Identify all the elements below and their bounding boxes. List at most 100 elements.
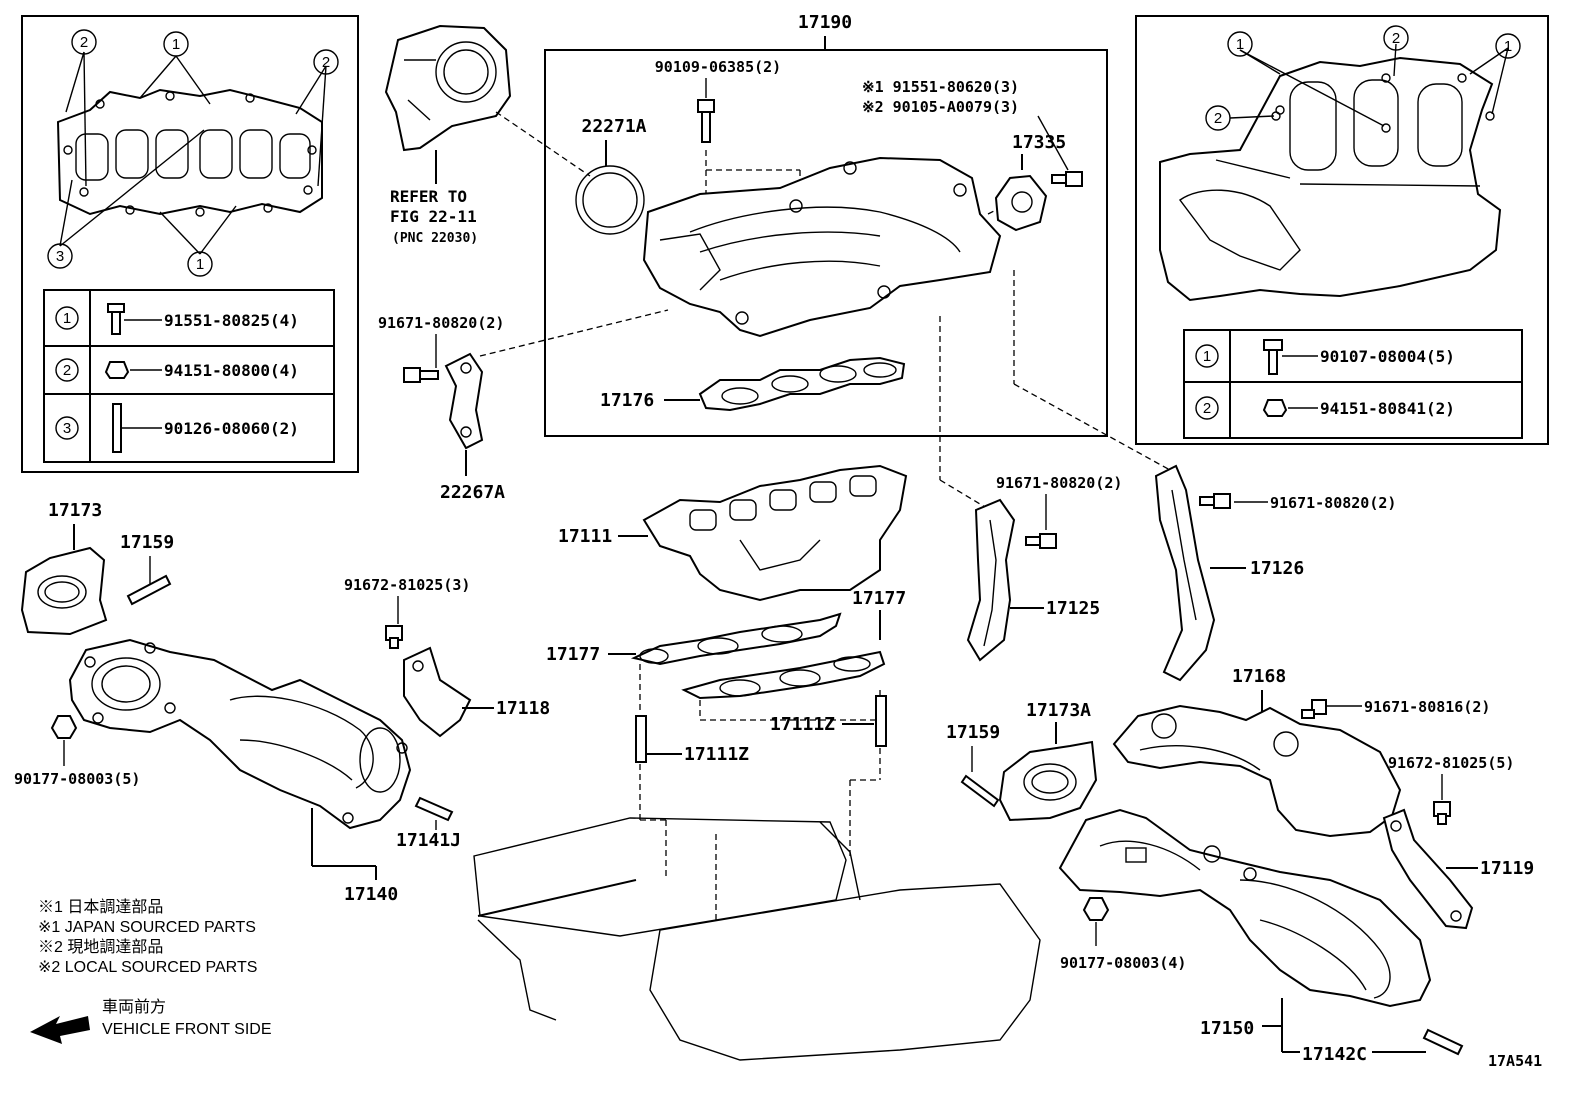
svg-text:17111Z: 17111Z — [770, 714, 835, 735]
stud-icon — [112, 403, 122, 453]
svg-text:17111: 17111 — [558, 526, 612, 547]
vsv-valve — [994, 174, 1048, 232]
exhaust-gasket-17173 — [20, 546, 108, 636]
svg-text:17142C: 17142C — [1302, 1044, 1367, 1065]
svg-text:91672-81025(3): 91672-81025(3) — [344, 576, 470, 594]
svg-text:1: 1 — [1203, 348, 1211, 365]
svg-text:17173: 17173 — [48, 500, 102, 521]
bracket-17119 — [1382, 808, 1474, 930]
left-inset: 2 1 2 3 1 1 — [21, 15, 359, 473]
upper-intake-plenum — [642, 156, 1002, 338]
bracket-17118 — [403, 646, 472, 738]
svg-text:車両前方: 車両前方 — [102, 998, 166, 1016]
engine-block — [473, 817, 1041, 1061]
svg-text:1: 1 — [1504, 38, 1512, 55]
svg-text:22267A: 22267A — [440, 482, 505, 503]
left-callout-5: 1 — [187, 251, 213, 277]
svg-text:17177: 17177 — [546, 644, 600, 665]
throttle-reference-note: REFER TO FIG 22-11 (PNC 22030) — [390, 187, 478, 246]
svg-text:17159: 17159 — [120, 532, 174, 553]
stud-icon — [1422, 1028, 1464, 1056]
svg-text:17168: 17168 — [1232, 666, 1286, 687]
stud-icon — [414, 796, 454, 822]
svg-text:17125: 17125 — [1046, 598, 1100, 619]
nut-icon — [104, 361, 130, 379]
throttle-gasket: 22271A — [575, 116, 647, 235]
svg-text:※1 JAPAN SOURCED PARTS: ※1 JAPAN SOURCED PARTS — [38, 919, 256, 936]
stud-icon — [126, 574, 172, 606]
svg-text:17119: 17119 — [1480, 858, 1534, 879]
svg-text:17126: 17126 — [1250, 558, 1304, 579]
svg-text:17159: 17159 — [946, 722, 1000, 743]
svg-text:1: 1 — [1236, 36, 1244, 53]
svg-text:17150: 17150 — [1200, 1018, 1254, 1039]
svg-text:17111Z: 17111Z — [684, 744, 749, 765]
bolt-icon — [1433, 801, 1451, 825]
nut-icon — [1082, 897, 1110, 921]
svg-text:94151-80841(2): 94151-80841(2) — [1320, 399, 1455, 418]
svg-text:17118: 17118 — [496, 698, 550, 719]
exhaust-manifold-17150 — [1058, 808, 1432, 1008]
nut-icon — [50, 715, 78, 739]
right-callout-4: 2 — [1205, 105, 1231, 131]
exhaust-gasket-17173A — [998, 740, 1098, 822]
svg-text:2: 2 — [1203, 400, 1211, 417]
left-table-row: 2 94151-80800(4) — [55, 358, 299, 382]
bolt-icon — [697, 99, 715, 143]
svg-text:91671-80820(2): 91671-80820(2) — [378, 314, 504, 332]
svg-text:91551-80825(4): 91551-80825(4) — [164, 311, 299, 330]
svg-text:※1 91551-80620(3): ※1 91551-80620(3) — [862, 78, 1019, 96]
bracket-17125 — [966, 498, 1016, 662]
svg-text:90109-06385(2): 90109-06385(2) — [655, 58, 781, 76]
intake-manifold-assembly: 17190 22271A 90109-06385(2) — [544, 12, 1108, 437]
sourcing-notes: ※1 日本調達部品 ※1 JAPAN SOURCED PARTS ※2 現地調達… — [38, 898, 257, 976]
right-table-row: 2 94151-80841(2) — [1195, 396, 1455, 420]
bolt-icon — [1263, 339, 1283, 375]
intake-gasket-17177-b — [681, 650, 886, 700]
bolt-icon — [403, 367, 439, 383]
right-callout-2: 2 — [1383, 25, 1409, 51]
svg-text:※2 90105-A0079(3): ※2 90105-A0079(3) — [862, 98, 1019, 116]
svg-text:※2 現地調達部品: ※2 現地調達部品 — [38, 938, 163, 956]
svg-text:2: 2 — [80, 34, 88, 51]
svg-text:91671-80816(2): 91671-80816(2) — [1364, 698, 1490, 716]
plenum-gasket — [698, 356, 906, 412]
svg-text:91671-80820(2): 91671-80820(2) — [996, 474, 1122, 492]
throttle-body — [384, 24, 512, 184]
svg-text:※1 日本調達部品: ※1 日本調達部品 — [38, 898, 163, 916]
svg-text:22271A: 22271A — [581, 116, 646, 137]
stud-icon — [960, 774, 1000, 808]
svg-text:1: 1 — [172, 36, 180, 53]
svg-text:3: 3 — [63, 420, 71, 437]
svg-text:91671-80820(2): 91671-80820(2) — [1270, 494, 1396, 512]
svg-text:2: 2 — [1392, 30, 1400, 47]
right-table-row: 1 90107-08004(5) — [1195, 339, 1455, 375]
bolt-icon — [1051, 171, 1083, 187]
bracket-22267A — [444, 352, 484, 450]
left-table-row: 3 90126-08060(2) — [55, 403, 299, 453]
svg-text:90107-08004(5): 90107-08004(5) — [1320, 347, 1455, 366]
exhaust-manifold-17140 — [68, 638, 412, 830]
arrow-left-icon — [30, 1016, 90, 1044]
svg-text:2: 2 — [1214, 110, 1222, 127]
svg-text:17190: 17190 — [798, 12, 852, 33]
svg-text:17176: 17176 — [600, 390, 654, 411]
intake-gasket-17177-a — [630, 612, 842, 666]
svg-text:90177-08003(4): 90177-08003(4) — [1060, 954, 1186, 972]
left-callout-3: 2 — [313, 49, 339, 75]
right-callout-3: 1 — [1495, 33, 1521, 59]
bolt-icon — [107, 303, 125, 335]
nut-icon — [1262, 399, 1288, 417]
svg-text:FIG 22-11: FIG 22-11 — [390, 207, 477, 226]
left-callout-1: 2 — [71, 29, 97, 55]
svg-text:1: 1 — [196, 256, 204, 273]
left-callout-2: 1 — [163, 31, 189, 57]
svg-text:※2 LOCAL SOURCED PARTS: ※2 LOCAL SOURCED PARTS — [38, 959, 257, 976]
right-fastener-table: 1 90107-08004(5) 2 94151-80841(2) — [1183, 329, 1523, 439]
svg-text:17140: 17140 — [344, 884, 398, 905]
exhaust-manifold-drawing — [1159, 56, 1502, 302]
svg-text:2: 2 — [322, 54, 330, 71]
svg-text:2: 2 — [63, 362, 71, 379]
svg-text:REFER TO: REFER TO — [390, 187, 467, 206]
